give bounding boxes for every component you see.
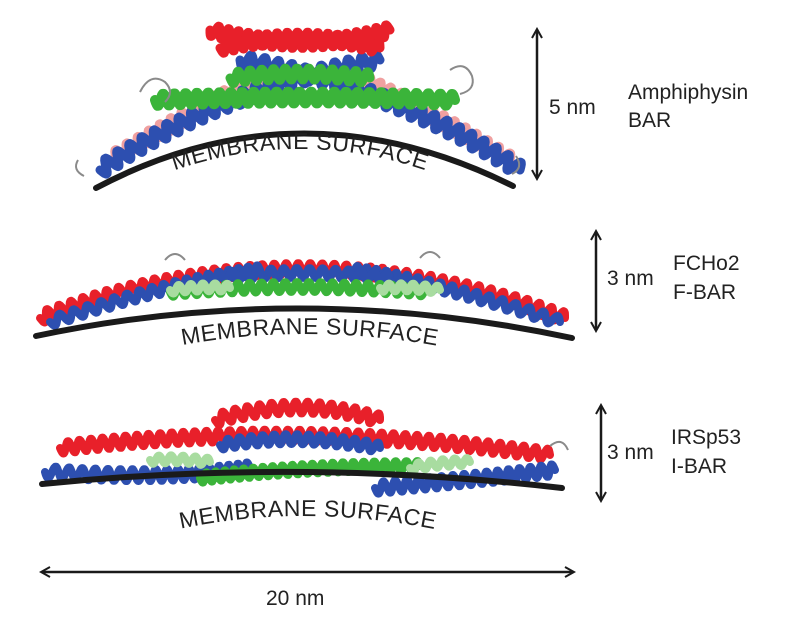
loop-b: [419, 251, 441, 259]
helix-red-top: [211, 397, 384, 429]
domain-name-amphiphysin: BAR: [628, 109, 672, 132]
panel-irsp53: MEMBRANE SURFACE: [39, 397, 601, 534]
height-label-fcho2: 3 nm: [607, 267, 654, 290]
panel-amphiphysin: MEMBRANE SURFACE: [75, 20, 537, 191]
domain-name-fcho2: F-BAR: [673, 281, 736, 304]
membrane-curve-amphiphysin: [93, 130, 516, 191]
helix-blue-mid: [216, 430, 384, 456]
protein-structure-amphiphysin: [75, 20, 526, 179]
loop-left: [139, 77, 171, 103]
loop-left-end: [75, 159, 85, 177]
helix-red-b: [215, 27, 385, 58]
membrane-surface-label-irsp53: MEMBRANE SURFACE: [177, 495, 439, 534]
loop-right-end: [511, 155, 521, 175]
loop-a: [164, 253, 186, 261]
membrane-surface-label-amphiphysin: MEMBRANE SURFACE: [168, 128, 432, 175]
membrane-curve-fcho2: [33, 305, 575, 341]
loop-right-end: [549, 440, 569, 451]
helix-green-b: [225, 63, 375, 88]
protein-name-irsp53: IRSp53: [671, 426, 742, 449]
protein-name-amphiphysin: Amphiphysin: [628, 81, 749, 104]
protein-name-fcho2: FCHo2: [673, 252, 740, 275]
helix-blue-mid: [206, 264, 394, 287]
scale-bar-label: 20 nm: [266, 587, 325, 610]
helix-green-a: [150, 86, 460, 111]
domain-name-irsp53: I-BAR: [671, 455, 728, 478]
helix-lightgreen-right: [376, 279, 444, 297]
membrane-curve-irsp53: [39, 468, 565, 491]
height-label-amphiphysin: 5 nm: [549, 96, 596, 119]
height-label-irsp53: 3 nm: [607, 441, 654, 464]
helix-lightgreen-left: [166, 279, 234, 298]
panel-fcho2: MEMBRANE SURFACE: [33, 232, 596, 351]
protein-structure-fcho2: [36, 251, 569, 330]
helix-lightgreen-left: [146, 451, 214, 469]
loop-right: [449, 65, 474, 95]
membrane-surface-label-fcho2: MEMBRANE SURFACE: [179, 313, 441, 351]
helix-lightgreen-right: [406, 454, 474, 476]
